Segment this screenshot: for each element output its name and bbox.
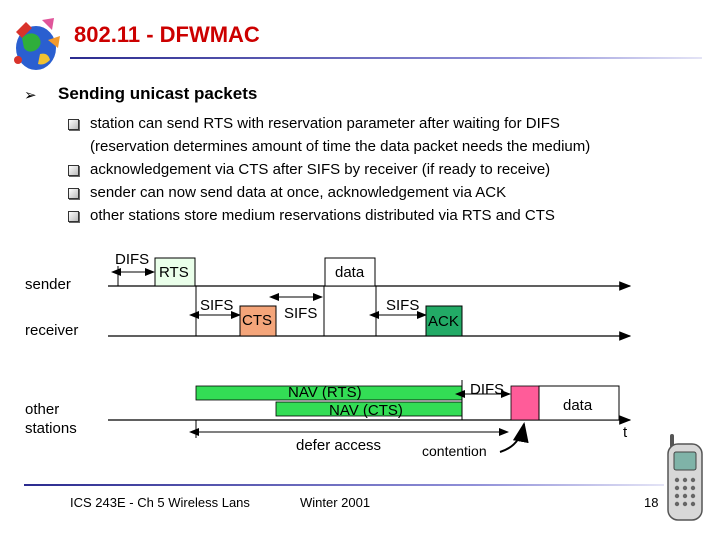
bullet-text: station can send RTS with reservation pa… [90,115,560,132]
row-label-other: other [25,401,60,418]
ack-label: ACK [428,313,459,330]
sifs-label-2: SIFS [284,305,318,322]
defer-access-label: defer access [296,437,382,454]
data-frame-sender [324,257,376,287]
footer-rule [24,484,664,486]
row-label-stations: stations [25,420,77,437]
square-bullet-icon [68,211,79,222]
square-bullet-icon [68,119,79,130]
bullet-text: sender can now send data at once, acknow… [90,184,507,201]
nav-rts-label: NAV (RTS) [288,384,362,401]
row-label-sender: sender [25,276,71,293]
rts-frame [154,257,196,287]
contention-window [510,385,540,421]
difs-label-2: DIFS [470,381,505,398]
bullet-text: acknowledgement via CTS after SIFS by re… [90,161,551,178]
cts-label: CTS [242,312,272,329]
rts-label: RTS [159,264,189,281]
contention-label: contention [422,443,487,459]
time-axis-label: t [623,424,628,441]
data-frame-other [538,385,620,421]
square-bullet-icon [68,188,79,199]
sifs-label-1: SIFS [200,297,234,314]
globe-logo-icon [8,14,64,76]
mobile-phone-icon [664,432,710,524]
footer-course: ICS 243E - Ch 5 Wireless Lans [70,495,250,510]
sifs-label-3: SIFS [386,297,420,314]
footer-term: Winter 2001 [300,495,371,510]
slide-title: 802.11 - DFWMAC [74,22,260,47]
row-label-receiver: receiver [25,322,79,339]
data-label-other: data [563,397,593,414]
difs-label: DIFS [115,251,150,268]
ack-frame [425,305,463,337]
section-heading: Sending unicast packets [58,84,258,103]
data-label-sender: data [335,264,365,281]
contention-arrow [499,422,529,453]
cts-frame [239,305,277,337]
square-bullet-icon [68,165,79,176]
bullet-text-continued: (reservation determines amount of time t… [90,138,591,155]
bullet-text: other stations store medium reservations… [90,207,555,224]
arrow-bullet-icon: ➢ [24,87,37,104]
nav-cts-label: NAV (CTS) [329,402,403,419]
page-number: 18 [644,495,659,510]
title-underline [70,57,702,59]
